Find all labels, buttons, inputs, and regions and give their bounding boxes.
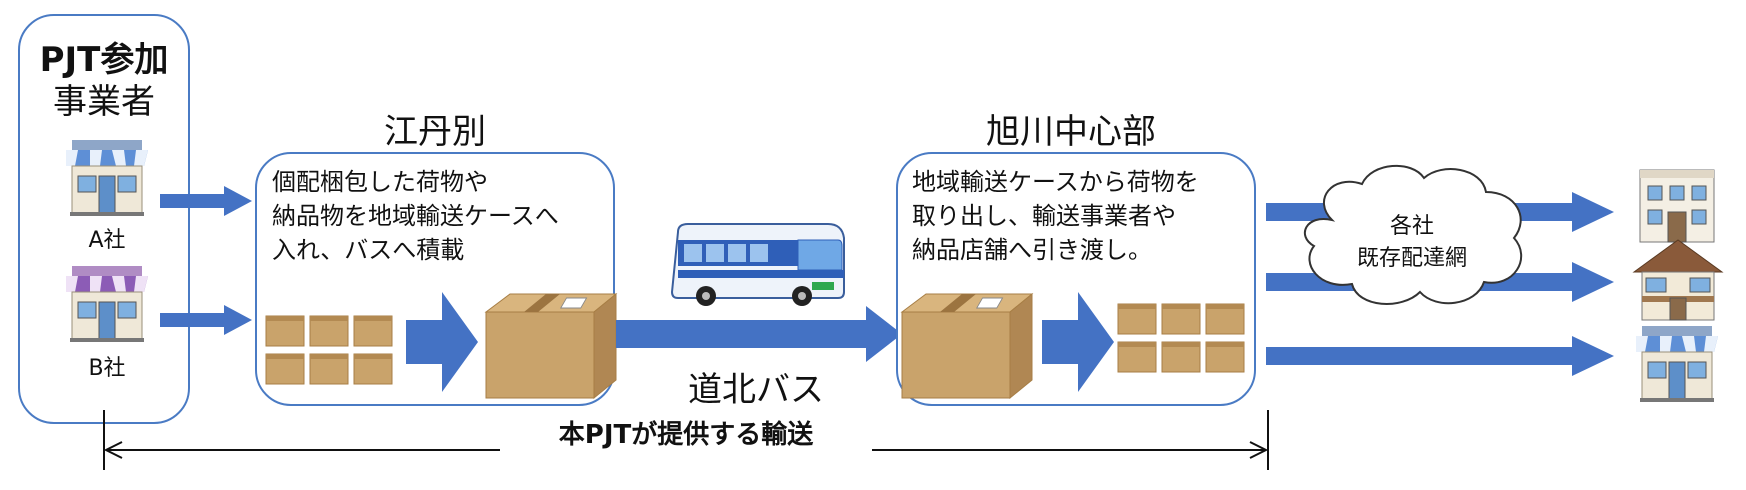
bus-line-label: 道北バス [688, 370, 824, 410]
destination-place-label: 旭川中心部 [986, 112, 1156, 152]
destination-desc-line2: 取り出し、輸送事業者や [912, 202, 1176, 230]
transport-case-destination-icon [900, 292, 1034, 400]
origin-desc-line2: 納品物を地域輸送ケースへ [272, 202, 559, 230]
bus-route-arrow-icon [616, 306, 902, 362]
company-b-label: B社 [88, 356, 126, 381]
delivery-arrow-3-icon [1266, 336, 1614, 376]
participants-title-line2: 事業者 [53, 82, 155, 122]
transport-case-origin-icon [484, 292, 618, 400]
network-line1: 各社 [1389, 214, 1434, 239]
origin-desc-line1: 個配梱包した荷物や [272, 168, 488, 196]
company-a-label: A社 [88, 228, 126, 253]
store-b-icon [66, 266, 148, 342]
destination-desc-line3: 納品店舗へ引き渡し。 [912, 236, 1152, 264]
destination-desc-line1: 地域輸送ケースから荷物を [912, 168, 1199, 196]
origin-desc-line3: 入れ、バスへ積載 [272, 236, 465, 264]
participants-title-line1: PJT参加 [39, 40, 169, 80]
small-parcels-destination-icon [1117, 303, 1245, 373]
scope-label: 本PJTが提供する輸送 [500, 414, 872, 451]
pack-arrow-origin-icon [406, 292, 478, 392]
unpack-arrow-destination-icon [1042, 292, 1114, 392]
arrow-a-to-origin-icon [160, 186, 252, 216]
network-line2: 既存配達網 [1356, 246, 1467, 271]
cloud-icon [1303, 165, 1523, 305]
bus-icon [670, 223, 845, 306]
house-icon [1632, 239, 1724, 321]
origin-place-label: 江丹別 [384, 112, 486, 152]
store-a-icon [66, 140, 148, 216]
apartment-icon [1639, 169, 1715, 243]
participants-box [18, 14, 190, 424]
arrow-b-to-origin-icon [160, 305, 252, 335]
store-destination-icon [1636, 326, 1718, 402]
small-parcels-origin-icon [265, 315, 393, 385]
